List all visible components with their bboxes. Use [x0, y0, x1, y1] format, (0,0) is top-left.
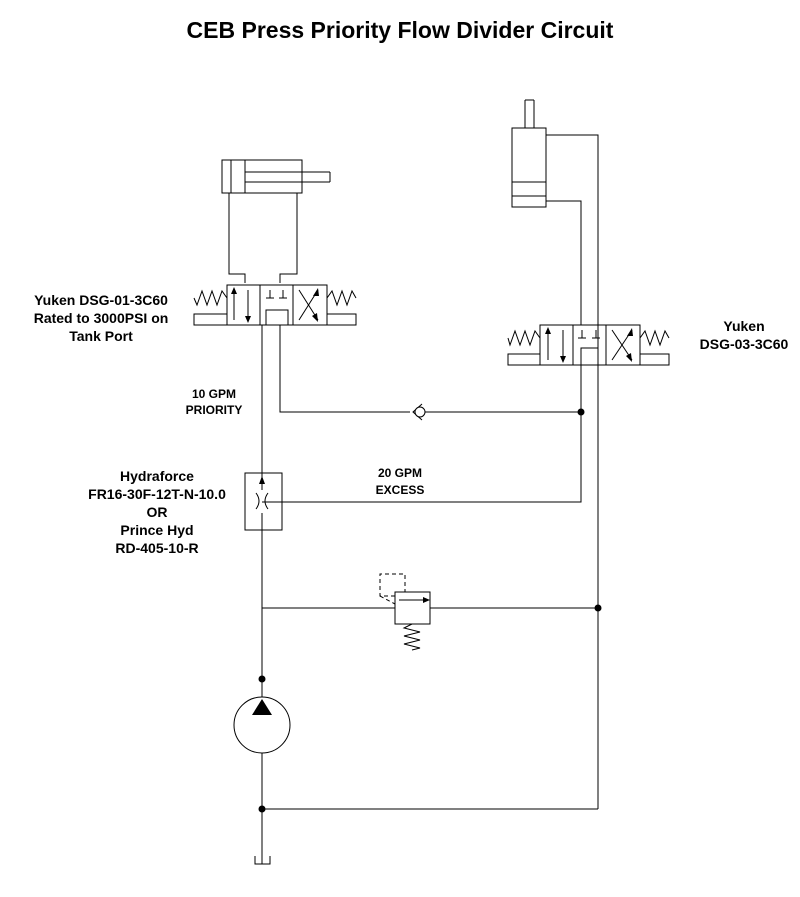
left-directional-valve — [193, 284, 357, 326]
label-flow-divider: Hydraforce FR16-30F-12T-N-10.0 OR Prince… — [88, 468, 226, 556]
tank-symbol — [254, 856, 271, 865]
flow-divider-valve — [244, 472, 283, 531]
left-valve-port: Tank Port — [69, 328, 133, 344]
label-left-valve: Yuken DSG-01-3C60 Rated to 3000PSI on Ta… — [34, 292, 169, 344]
label-right-valve: Yuken DSG-03-3C60 — [700, 318, 789, 352]
flow-divider-brand-2: Prince Hyd — [120, 522, 193, 538]
left-valve-rating: Rated to 3000PSI on — [34, 310, 169, 326]
right-valve-brand: Yuken — [723, 318, 764, 334]
right-cylinder — [511, 99, 599, 809]
flow-divider-model-1: FR16-30F-12T-N-10.0 — [88, 486, 226, 502]
left-valve-model: Yuken DSG-01-3C60 — [34, 292, 168, 308]
label-excess-flow: 20 GPM EXCESS — [376, 466, 425, 497]
diagram-title: CEB Press Priority Flow Divider Circuit — [187, 17, 614, 43]
right-valve-model: DSG-03-3C60 — [700, 336, 789, 352]
excess-flow-text: EXCESS — [376, 483, 425, 497]
excess-flow-rate: 20 GPM — [378, 466, 422, 480]
junction-dots — [258, 408, 602, 813]
right-directional-valve — [507, 324, 670, 366]
relief-valve — [379, 573, 431, 651]
left-cylinder — [221, 159, 331, 283]
flow-divider-brand-1: Hydraforce — [120, 468, 194, 484]
pump — [233, 696, 291, 754]
flow-divider-or: OR — [147, 504, 168, 520]
flow-divider-model-2: RD-405-10-R — [115, 540, 198, 556]
check-valve — [412, 403, 426, 421]
priority-flow-rate: 10 GPM — [192, 387, 236, 401]
priority-flow-text: PRIORITY — [186, 403, 243, 417]
label-priority-flow: 10 GPM PRIORITY — [186, 387, 243, 417]
